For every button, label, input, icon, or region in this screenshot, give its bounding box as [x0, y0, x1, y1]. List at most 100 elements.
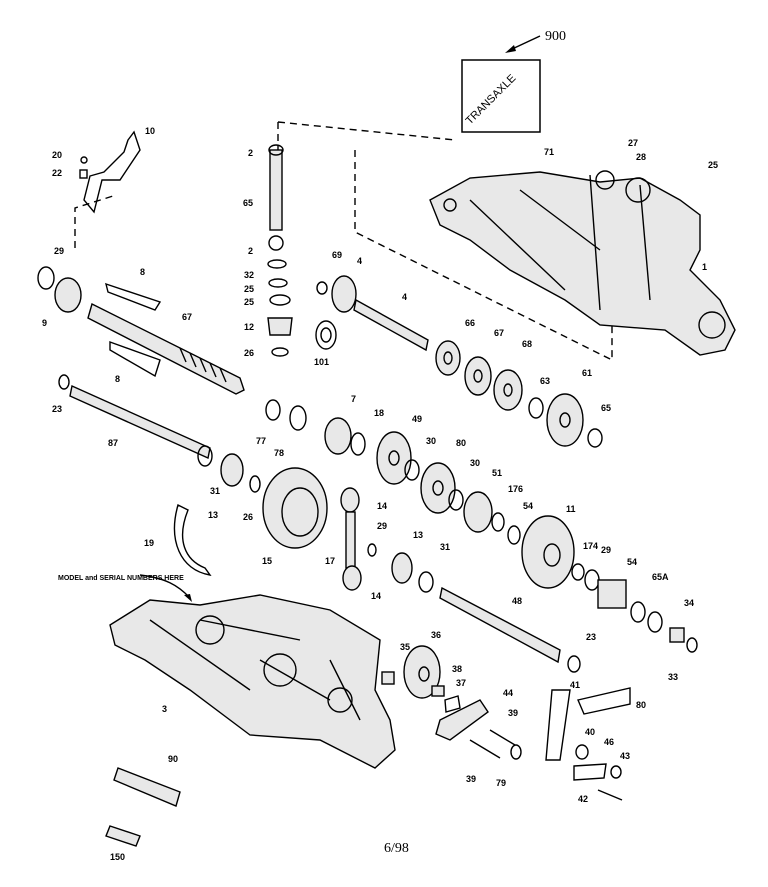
callout-10: 10 — [145, 126, 155, 136]
washer-40 — [575, 744, 589, 760]
callout-71: 71 — [544, 147, 554, 157]
callout-80: 80 — [636, 700, 646, 710]
callout-26: 26 — [244, 348, 254, 358]
bevel-gear-14-top — [340, 487, 360, 513]
callout-63: 63 — [540, 376, 550, 386]
callout-14: 14 — [371, 591, 381, 601]
gear-49 — [376, 431, 412, 485]
callout-32: 32 — [244, 270, 254, 280]
retaining-ring-left — [58, 374, 70, 390]
gear-68 — [493, 369, 523, 411]
gear-7 — [324, 417, 352, 455]
callout-87: 87 — [108, 438, 118, 448]
callout-25: 25 — [244, 297, 254, 307]
callout-39: 39 — [508, 708, 518, 718]
callout-37: 37 — [456, 678, 466, 688]
callout-65: 65 — [601, 403, 611, 413]
callout-69: 69 — [332, 250, 342, 260]
actuator-pin — [469, 729, 516, 759]
gear-51 — [463, 491, 493, 533]
callout-77: 77 — [256, 436, 266, 446]
bracket-46 — [573, 763, 607, 781]
callout-23: 23 — [586, 632, 596, 642]
spacer-63 — [528, 397, 544, 419]
callout-65a: 65A — [652, 572, 669, 582]
callout-29: 29 — [601, 545, 611, 555]
shifter-shaft — [87, 302, 245, 395]
cross-shaft — [345, 511, 356, 569]
callout-1: 1 — [702, 262, 707, 272]
brake-plate-37 — [444, 695, 461, 713]
detent-ball — [80, 156, 88, 164]
bull-gear — [521, 515, 575, 589]
callout-25: 25 — [708, 160, 718, 170]
callout-25: 25 — [244, 284, 254, 294]
nut-43 — [610, 765, 622, 779]
callout-30: 30 — [426, 436, 436, 446]
callout-44: 44 — [503, 688, 513, 698]
washer-29b — [367, 543, 377, 557]
date-code: 6/98 — [384, 841, 409, 856]
brake-shaft — [69, 385, 211, 459]
callout-29: 29 — [54, 246, 64, 256]
washer-31b — [418, 571, 434, 593]
bolt-42 — [597, 789, 623, 801]
callout-13: 13 — [208, 510, 218, 520]
callout-67: 67 — [494, 328, 504, 338]
callout-8: 8 — [140, 267, 145, 277]
washer-65a-1 — [630, 601, 646, 623]
washer-26 — [249, 475, 261, 493]
model-serial-note: MODEL and SERIAL NUMBERS HERE — [58, 574, 192, 602]
callout-31: 31 — [210, 486, 220, 496]
callout-23: 23 — [52, 404, 62, 414]
bevel-gear-101 — [315, 320, 337, 350]
washer-78 — [289, 405, 307, 431]
callout-68: 68 — [522, 339, 532, 349]
callout-65: 65 — [243, 198, 253, 208]
callout-42: 42 — [578, 794, 588, 804]
washer-65a-2 — [647, 611, 663, 633]
brake-band — [173, 503, 212, 576]
callout-33: 33 — [668, 672, 678, 682]
callout-12: 12 — [244, 322, 254, 332]
shift-key-upper — [105, 282, 162, 311]
callout-20: 20 — [52, 150, 62, 160]
shift-collar — [54, 277, 82, 313]
transaxle-label-box: TRANSAXLE — [461, 59, 541, 133]
callout-46: 46 — [604, 737, 614, 747]
callout-18: 18 — [374, 408, 384, 418]
gear-61 — [546, 393, 584, 447]
callout-30: 30 — [470, 458, 480, 468]
callout-41: 41 — [570, 680, 580, 690]
callout-90: 90 — [168, 754, 178, 764]
bushing-176 — [491, 512, 505, 532]
callout-43: 43 — [620, 751, 630, 761]
shifter-shaft-spline — [179, 347, 227, 383]
bevel-gear-14-bottom — [342, 565, 362, 591]
callout-61: 61 — [582, 368, 592, 378]
callout-101: 101 — [314, 357, 329, 367]
shift-fork — [83, 130, 141, 214]
callout-8: 8 — [115, 374, 120, 384]
gear-67 — [464, 356, 492, 396]
assembly-arrow — [505, 35, 541, 53]
ring-gear — [262, 467, 328, 549]
lower-housing — [109, 594, 396, 769]
bevel-gear-13b — [391, 552, 413, 584]
input-shaft — [267, 144, 293, 357]
callout-4: 4 — [402, 292, 407, 302]
washer-30b — [448, 489, 464, 511]
washer-79 — [510, 744, 522, 760]
callout-35: 35 — [400, 642, 410, 652]
callout-51: 51 — [492, 468, 502, 478]
bushing-174 — [571, 563, 585, 581]
callout-40: 40 — [585, 727, 595, 737]
spacer-18 — [350, 432, 366, 456]
detent-spring — [79, 169, 88, 179]
bushing-34 — [669, 627, 685, 643]
callout-79: 79 — [496, 778, 506, 788]
callout-150: 150 — [110, 852, 125, 862]
brake-lever — [545, 689, 571, 761]
axle-shaft — [439, 586, 561, 664]
